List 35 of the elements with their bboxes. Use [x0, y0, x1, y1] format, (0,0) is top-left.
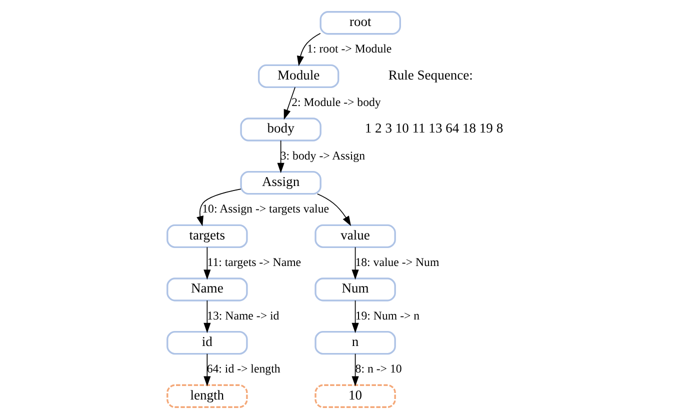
node-box: body [240, 118, 321, 142]
edge-label: 2: Module -> body [291, 94, 380, 109]
node-box: targets [166, 224, 248, 248]
arrow [283, 86, 295, 120]
edge-label: 64: id -> length [206, 362, 280, 376]
node-box: length [166, 384, 248, 408]
node-box: root [319, 11, 400, 35]
node-box: Assign [240, 170, 321, 195]
edge-label: 18: value -> Num [354, 254, 439, 269]
node-box: Name [166, 278, 248, 302]
arrow [296, 32, 320, 66]
node-box: n [314, 330, 396, 355]
node-box: Module [257, 64, 339, 88]
arrow [196, 188, 241, 226]
arrow [203, 246, 210, 280]
label: Rule Sequence: [388, 67, 472, 82]
node-box: 10 [314, 384, 396, 408]
arrow [351, 246, 358, 280]
arrow [276, 140, 284, 174]
edge-label: 1: root -> Module [306, 42, 392, 56]
label: 1 2 3 10 11 13 64 18 19 8 [364, 120, 503, 136]
arrow [203, 300, 210, 334]
edge-label: 8: n -> 10 [354, 362, 402, 376]
edge-label: 10: Assign -> targets value [202, 202, 328, 216]
arrow [351, 353, 358, 386]
arrow [203, 353, 210, 386]
node-box: id [166, 330, 248, 355]
arrow [351, 300, 358, 334]
edge-label: 3: body -> Assign [280, 148, 365, 162]
edge-label: 11: targets -> Name [206, 254, 301, 269]
edge-label: 19: Num -> n [354, 308, 420, 322]
node-box: Num [314, 278, 396, 302]
edge-label: 13: Name -> id [206, 308, 279, 322]
arrow [316, 193, 351, 226]
node-box: value [314, 224, 396, 248]
